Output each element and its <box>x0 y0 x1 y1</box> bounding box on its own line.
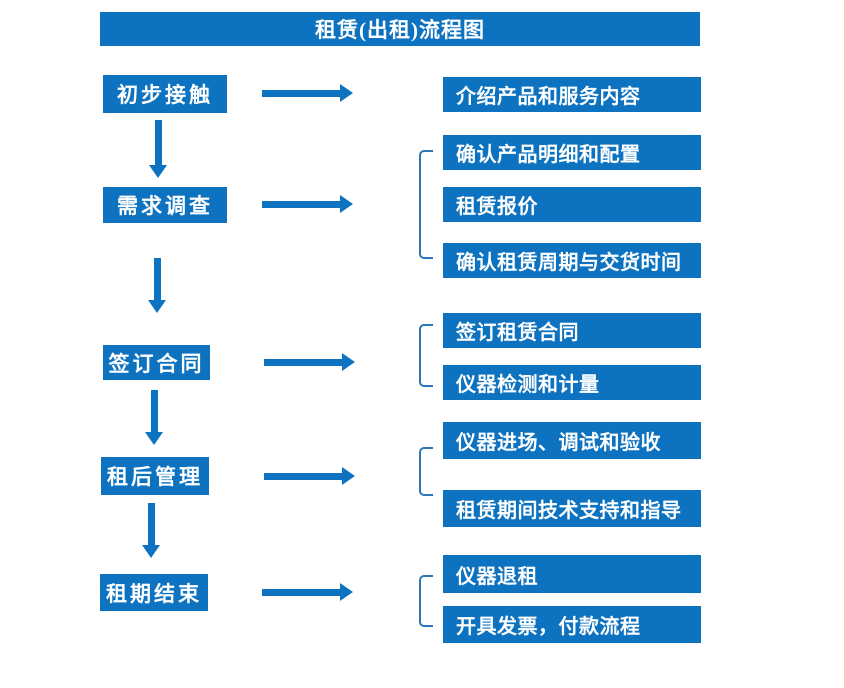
arrow-head <box>340 84 353 102</box>
right-arrow-icon <box>264 353 355 372</box>
group-bracket-icon <box>419 447 433 496</box>
step-label: 初步接触 <box>117 83 213 107</box>
step-box-rental-end: 租期结束 <box>100 574 208 611</box>
arrow-head <box>340 195 353 213</box>
arrow-head <box>149 165 167 178</box>
right-arrow-icon <box>264 467 355 486</box>
detail-box-instrument-setup-acceptance: 仪器进场、调试和验收 <box>443 422 701 459</box>
arrow-shaft <box>155 120 162 166</box>
step-label: 需求调查 <box>117 194 213 218</box>
arrow-head <box>142 545 160 558</box>
arrow-shaft <box>262 589 341 596</box>
detail-box-sign-rental-contract: 签订租赁合同 <box>443 313 701 348</box>
detail-box-instrument-testing: 仪器检测和计量 <box>443 365 701 400</box>
arrow-shaft <box>262 90 341 97</box>
detail-box-confirm-period-delivery: 确认租赁周期与交货时间 <box>443 243 701 278</box>
right-arrow-icon <box>262 195 353 214</box>
detail-box-introduce-products: 介绍产品和服务内容 <box>443 77 701 112</box>
down-arrow-icon <box>145 390 164 445</box>
arrow-shaft <box>148 503 155 546</box>
arrow-head <box>342 353 355 371</box>
step-box-post-rental-management: 租后管理 <box>101 457 209 495</box>
detail-label: 签订租赁合同 <box>456 322 579 344</box>
detail-box-confirm-product-config: 确认产品明细和配置 <box>443 135 701 170</box>
detail-label: 确认产品明细和配置 <box>456 144 641 166</box>
arrow-shaft <box>151 390 158 433</box>
right-arrow-icon <box>262 84 353 103</box>
down-arrow-icon <box>148 258 167 313</box>
detail-label: 租赁期间技术支持和指导 <box>456 500 682 522</box>
detail-label: 开具发票，付款流程 <box>456 616 641 638</box>
arrow-head <box>342 467 355 485</box>
group-bracket-icon <box>419 575 433 627</box>
detail-label: 介绍产品和服务内容 <box>456 86 641 108</box>
detail-box-instrument-return: 仪器退租 <box>443 555 701 593</box>
down-arrow-icon <box>142 503 161 558</box>
title-bar: 租赁(出租)流程图 <box>100 12 700 46</box>
arrow-head <box>148 300 166 313</box>
page-title: 租赁(出租)流程图 <box>315 18 485 42</box>
detail-box-rental-quote: 租赁报价 <box>443 187 701 222</box>
group-bracket-icon <box>419 324 433 387</box>
group-bracket-icon <box>419 150 433 259</box>
right-arrow-icon <box>262 583 353 602</box>
step-box-sign-contract: 签订合同 <box>103 345 210 380</box>
step-box-initial-contact: 初步接触 <box>103 75 227 113</box>
detail-label: 租赁报价 <box>456 196 538 218</box>
step-label: 租期结束 <box>106 581 202 606</box>
detail-box-tech-support: 租赁期间技术支持和指导 <box>443 490 701 527</box>
arrow-shaft <box>262 201 341 208</box>
arrow-shaft <box>264 473 343 480</box>
arrow-head <box>145 432 163 445</box>
step-label: 签订合同 <box>108 351 205 376</box>
step-box-demand-survey: 需求调查 <box>103 187 227 223</box>
arrow-shaft <box>264 359 343 366</box>
detail-box-invoice-payment: 开具发票，付款流程 <box>443 606 701 643</box>
detail-label: 仪器检测和计量 <box>456 374 600 396</box>
detail-label: 仪器退租 <box>456 565 538 588</box>
arrow-shaft <box>154 258 161 301</box>
detail-label: 确认租赁周期与交货时间 <box>456 252 682 274</box>
step-label: 租后管理 <box>107 465 203 489</box>
detail-label: 仪器进场、调试和验收 <box>456 432 661 454</box>
down-arrow-icon <box>149 120 168 178</box>
arrow-head <box>340 583 353 601</box>
